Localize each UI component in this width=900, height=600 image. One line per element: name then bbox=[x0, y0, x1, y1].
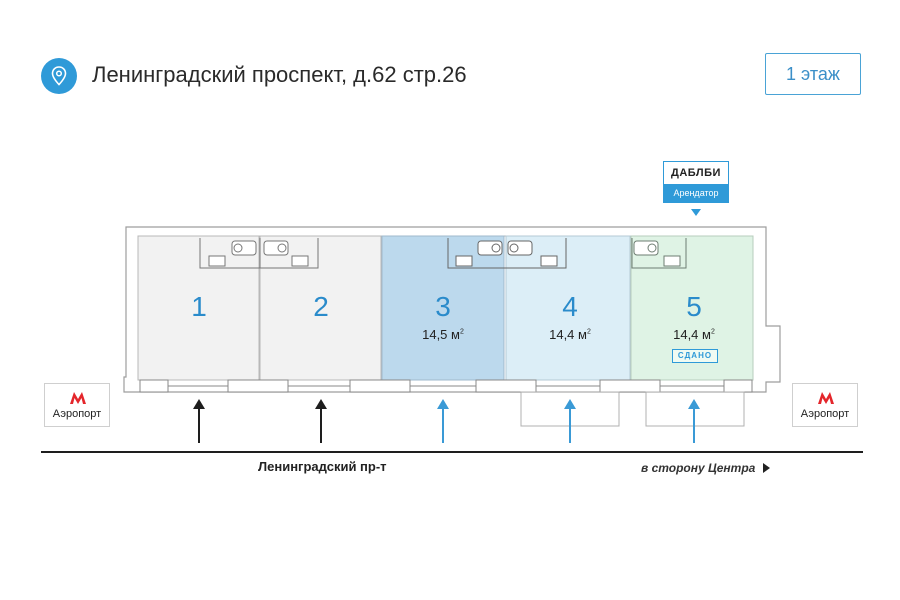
floor-selector-button[interactable]: 1 этаж bbox=[765, 53, 861, 95]
bathroom-fixtures-3-4 bbox=[447, 238, 567, 269]
tenant-role: Арендатор bbox=[664, 184, 728, 203]
tenant-pointer-icon bbox=[691, 209, 701, 216]
room-number-3: 3 bbox=[435, 291, 451, 322]
room-area-5: 14,4 м2 bbox=[673, 327, 715, 342]
room-1-area[interactable] bbox=[137, 235, 260, 381]
map-pin-icon bbox=[51, 66, 67, 86]
metro-sign-right: Аэропорт bbox=[792, 383, 858, 427]
entrance-porches bbox=[520, 391, 745, 427]
room-4-area[interactable] bbox=[505, 235, 631, 381]
entrance-arrow-4 bbox=[564, 399, 576, 443]
metro-station-label: Аэропорт bbox=[800, 408, 850, 420]
bathroom-fixtures-1-2 bbox=[199, 238, 319, 269]
status-badge-rented: СДАНО bbox=[672, 349, 718, 363]
room-3-area[interactable] bbox=[381, 235, 505, 381]
entrance-arrow-5 bbox=[688, 399, 700, 443]
room-2-area[interactable] bbox=[259, 235, 382, 381]
tenant-name: ДАБЛБИ bbox=[671, 167, 721, 179]
room-number-4: 4 bbox=[562, 291, 578, 322]
bathroom-fixtures-5 bbox=[631, 238, 687, 269]
entrance-arrow-3 bbox=[437, 399, 449, 443]
direction-arrow-icon bbox=[763, 463, 770, 473]
metro-m-icon bbox=[818, 392, 834, 404]
location-pin-badge bbox=[41, 58, 77, 94]
metro-m-icon bbox=[70, 392, 86, 404]
tenant-label: ДАБЛБИ Арендатор bbox=[663, 161, 729, 203]
room-number-1: 1 bbox=[191, 291, 207, 322]
street-name: Ленинградский пр-т bbox=[258, 459, 387, 474]
room-area-3: 14,5 м2 bbox=[422, 327, 464, 342]
room-area-4: 14,4 м2 bbox=[549, 327, 591, 342]
entrance-arrow-1 bbox=[193, 399, 205, 443]
entrance-arrow-2 bbox=[315, 399, 327, 443]
direction-label: в сторону Центра bbox=[641, 461, 756, 475]
page-title: Ленинградский проспект, д.62 стр.26 bbox=[92, 62, 467, 87]
room-number-5: 5 bbox=[686, 291, 702, 322]
metro-sign-left: Аэропорт bbox=[44, 383, 110, 427]
metro-station-label: Аэропорт bbox=[52, 408, 102, 420]
street-line bbox=[41, 451, 863, 453]
room-number-2: 2 bbox=[313, 291, 329, 322]
